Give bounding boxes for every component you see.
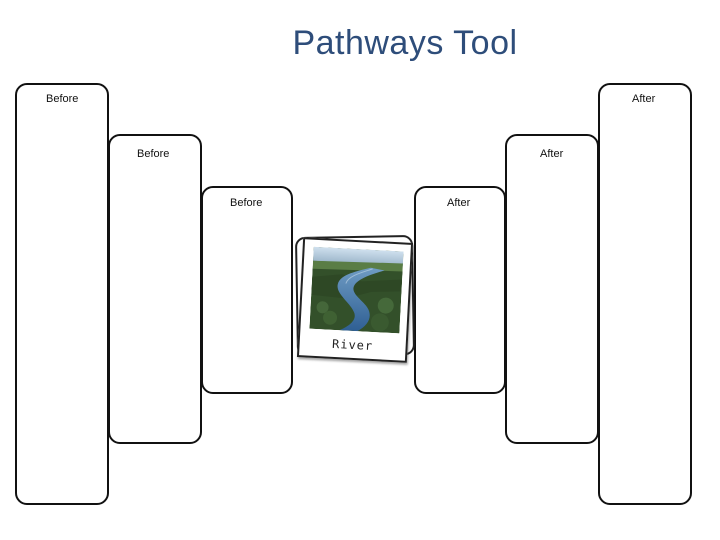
inner-before-box[interactable] (201, 186, 293, 394)
middle-after-label: After (540, 148, 564, 160)
river-photo-caption: River (331, 336, 374, 354)
inner-before-label: Before (230, 197, 263, 209)
outer-before-box[interactable] (15, 83, 109, 505)
middle-before-label: Before (137, 148, 170, 160)
middle-after-box[interactable] (505, 134, 599, 444)
page-title: Pathways Tool (292, 24, 518, 62)
outer-before-label: Before (46, 93, 79, 105)
outer-after-label: After (632, 93, 656, 105)
inner-after-label: After (447, 197, 471, 209)
river-photo-card[interactable]: River (296, 237, 414, 363)
inner-after-box[interactable] (414, 186, 506, 394)
river-photo-icon (309, 246, 404, 334)
outer-after-box[interactable] (598, 83, 692, 505)
middle-before-box[interactable] (108, 134, 202, 444)
